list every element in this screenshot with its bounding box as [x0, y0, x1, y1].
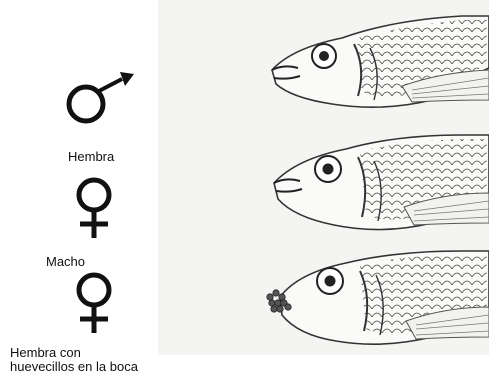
label-hembra: Hembra [68, 150, 114, 164]
female-symbol-icon [70, 271, 120, 335]
label-hembra-con-huevecillos: Hembra con huevecillos en la boca [10, 346, 138, 374]
female-symbol-icon [70, 176, 120, 240]
fish-head-male [262, 8, 489, 116]
male-symbol-icon [62, 72, 142, 132]
fish-head-female-with-eggs [262, 245, 489, 353]
label-macho: Macho [46, 255, 85, 269]
fish-head-female [262, 125, 489, 240]
